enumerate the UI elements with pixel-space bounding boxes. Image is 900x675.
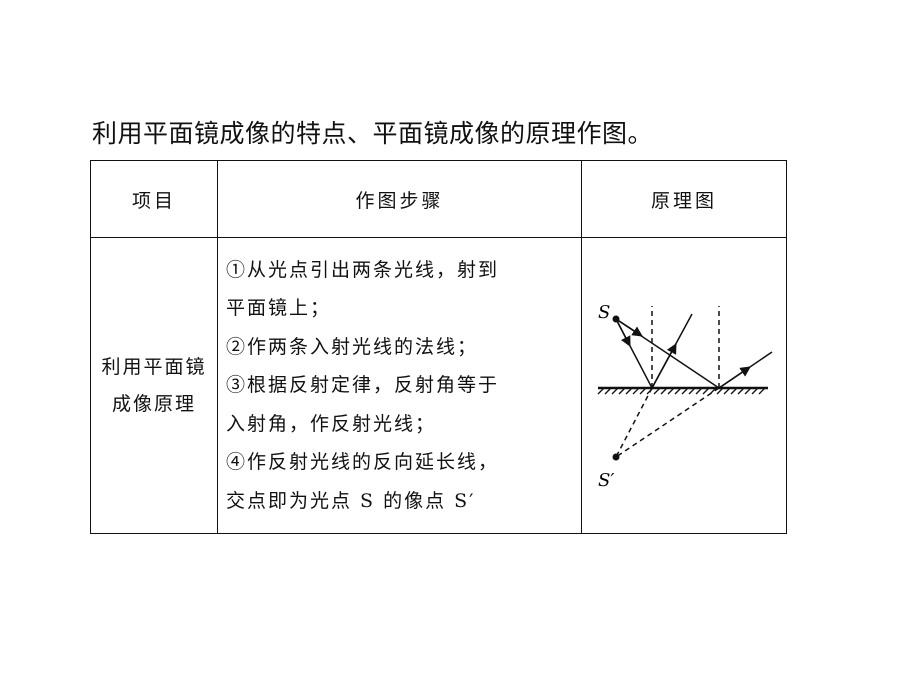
row-label: 利用平面镜 成像原理 bbox=[90, 237, 218, 534]
mirror-hatching bbox=[597, 387, 766, 394]
incident-arrow-1 bbox=[615, 318, 631, 347]
image-point bbox=[612, 453, 620, 460]
step-line-2: 平面镜上； bbox=[226, 297, 332, 320]
table-header-row: 项目 作图步骤 原理图 bbox=[90, 160, 787, 238]
diagram-cell: S S′ bbox=[581, 237, 787, 534]
step-line-4: ③根据反射定律，反射角等于 bbox=[226, 374, 500, 397]
mirror-imaging-table: 项目 作图步骤 原理图 利用平面镜 成像原理 ①从光点引出两条光线，射到 平面镜… bbox=[90, 160, 787, 534]
header-steps: 作图步骤 bbox=[217, 160, 582, 238]
extension-line-1 bbox=[615, 387, 653, 457]
step-line-6: ④作反射光线的反向延长线， bbox=[226, 451, 500, 474]
step-line-7: 交点即为光点 S 的像点 S′ bbox=[226, 489, 476, 512]
step-line-1: ①从光点引出两条光线，射到 bbox=[226, 258, 500, 281]
header-item: 项目 bbox=[90, 160, 218, 238]
extension-line-2 bbox=[615, 386, 720, 458]
mirror-reflection-diagram: S S′ bbox=[597, 302, 773, 491]
table-row: 利用平面镜 成像原理 ①从光点引出两条光线，射到 平面镜上； ②作两条入射光线的… bbox=[90, 237, 787, 534]
incident-arrow-2 bbox=[615, 317, 643, 337]
page-heading: 利用平面镜成像的特点、平面镜成像的原理作图。 bbox=[92, 119, 654, 148]
row-label-line-1: 利用平面镜 bbox=[101, 355, 207, 378]
step-line-3: ②作两条入射光线的法线； bbox=[226, 335, 479, 358]
image-label: S′ bbox=[598, 470, 614, 491]
source-label: S bbox=[598, 302, 610, 323]
row-label-line-2: 成像原理 bbox=[111, 392, 196, 415]
source-point bbox=[612, 315, 620, 322]
step-line-5: 入射角，作反射光线； bbox=[226, 412, 437, 435]
reflected-arrow-1 bbox=[651, 342, 677, 388]
reflected-arrow-2 bbox=[718, 365, 751, 389]
steps-cell: ①从光点引出两条光线，射到 平面镜上； ②作两条入射光线的法线； ③根据反射定律… bbox=[217, 237, 582, 534]
header-diagram: 原理图 bbox=[581, 160, 787, 238]
